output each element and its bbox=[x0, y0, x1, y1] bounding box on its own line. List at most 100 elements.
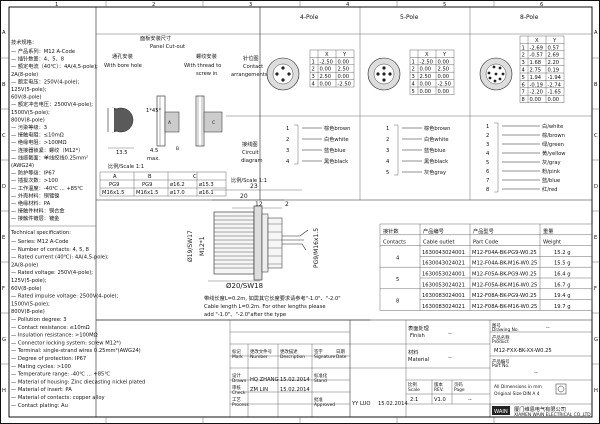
coord-index: 1 bbox=[412, 59, 415, 65]
spec-cn-line: — 产品系列：M12 A-Code bbox=[11, 47, 75, 55]
order-header-en: Weight bbox=[543, 240, 561, 246]
coord-y: 0.00 bbox=[548, 97, 560, 103]
cable-note-cn: 带线长度L=0.2m, 如需其它长度要求请参考"-1.0"、"-2.0" bbox=[204, 294, 341, 302]
sheet-cn: 页码 bbox=[454, 381, 463, 388]
coord-header-x: X bbox=[425, 52, 429, 58]
wire-number: 4 bbox=[486, 151, 490, 157]
order-code: 1630083024001 bbox=[422, 293, 465, 299]
wire-number: 1 bbox=[386, 126, 389, 132]
order-code: 1630043024021 bbox=[422, 261, 465, 267]
pole-face-4 bbox=[266, 57, 300, 91]
finish-val: -- bbox=[448, 331, 452, 337]
wire-number: 8 bbox=[486, 187, 489, 193]
spec-en-line: — Degree of protection: IP67 bbox=[11, 356, 86, 362]
row-letter: D bbox=[594, 184, 598, 190]
logo-text: WAIN bbox=[494, 409, 508, 415]
product-val: M12-FXX-BK-XX-W0.25 bbox=[494, 348, 552, 354]
check-name: ZM LIN bbox=[250, 387, 268, 393]
spec-en-line: 60V(8-pole) bbox=[11, 286, 41, 292]
rev-hdr-sign-en: Signature bbox=[314, 354, 335, 360]
wire-color: 绿/green bbox=[542, 140, 564, 148]
approved-name: YY LUO bbox=[351, 401, 371, 407]
coord-index: 1 bbox=[522, 45, 525, 51]
wire-number: 1 bbox=[286, 126, 289, 132]
wire-number: 2 bbox=[486, 133, 489, 139]
bore-label-cn: 通孔安装 bbox=[112, 52, 133, 60]
circuit-label-cn: 接线图 bbox=[242, 140, 258, 148]
table-header-a: A bbox=[113, 174, 117, 180]
finish-en: Finish bbox=[410, 333, 425, 339]
wire-number: 2 bbox=[286, 137, 289, 143]
rev-hdr-mark: 标记 bbox=[232, 348, 241, 355]
rev-hdr-date: 日期 bbox=[336, 349, 345, 355]
contact-label-en: Contact bbox=[243, 64, 263, 70]
rev-hdr-date-en: Date bbox=[336, 354, 347, 360]
pg-label: PG9/M16x1.5 bbox=[313, 228, 320, 268]
coord-header-y: Y bbox=[342, 52, 347, 58]
coord-index: 1 bbox=[312, 59, 315, 65]
wire-color: 棕/brown bbox=[542, 131, 565, 139]
coord-index: 3 bbox=[412, 74, 415, 80]
coord-index: 8 bbox=[522, 97, 525, 103]
col-number: 1 bbox=[55, 2, 58, 8]
approved-date: 15.02.2014 bbox=[378, 401, 408, 407]
rev-cn: 版本 bbox=[434, 381, 443, 388]
sw-label: Ø19/SW17 bbox=[187, 230, 194, 262]
spec-cn-line: — 插拔次数：>100 bbox=[11, 176, 58, 184]
spec-cn-line: — 插针数量：4、5、8 bbox=[11, 55, 64, 63]
pole-title-5: 5-Pole bbox=[400, 14, 419, 21]
wire-color: 白色white bbox=[324, 135, 349, 143]
od-label: Ø20/SW18 bbox=[226, 282, 263, 290]
spec-cn-line: — 防护等级：IP67 bbox=[11, 169, 55, 177]
wire-number: 5 bbox=[386, 170, 389, 176]
spec-en-line: — Temperature range: -40℃ ... +85℃ bbox=[11, 372, 110, 378]
thread-m12: M12*1 bbox=[199, 236, 206, 256]
wire-number: 3 bbox=[486, 142, 489, 148]
drawn-cn: 设计 bbox=[232, 372, 241, 379]
coord-x: 0.00 bbox=[420, 67, 432, 73]
coord-index: 4 bbox=[412, 82, 416, 88]
row-letter: H bbox=[594, 388, 598, 394]
drawn-en: Drawn bbox=[232, 378, 246, 384]
order-weight: 15.5 g bbox=[554, 261, 571, 267]
coord-header-x: X bbox=[535, 38, 539, 44]
order-part: M12-F08A-BK-M16-W0.25 bbox=[472, 304, 537, 310]
spec-en-line: — Number of contacts: 4, 5, 8 bbox=[11, 247, 89, 253]
order-contacts: 8 bbox=[396, 299, 399, 305]
coord-x: -2.50 bbox=[420, 59, 433, 65]
coord-index: 2 bbox=[312, 67, 315, 73]
panel-scale: 比例/Scale 1:1 bbox=[108, 162, 144, 170]
table-cell: ø17.0 bbox=[170, 190, 185, 196]
coord-x: 0.00 bbox=[320, 82, 332, 88]
order-part: M12-F04A-BK-PG9-W0.25 bbox=[472, 250, 537, 256]
cable-note-en2: add "-1.0"、"-2.0"after the type bbox=[204, 312, 286, 318]
contact-label-en2: arrangements bbox=[231, 72, 268, 78]
coord-index: 3 bbox=[312, 74, 315, 80]
scale-val: 2:1 bbox=[410, 397, 418, 403]
wire-number: 7 bbox=[486, 178, 489, 184]
spec-cn-line: 2A(8-pole) bbox=[11, 72, 38, 78]
spec-cn-line: — 额定电压：250V(4-pole); bbox=[11, 77, 80, 85]
coord-y: 0.00 bbox=[438, 59, 450, 65]
order-code: 1630043024001 bbox=[422, 250, 465, 256]
coord-header-y: Y bbox=[442, 52, 447, 58]
row-letter: D bbox=[2, 184, 6, 190]
company-en: XIAMEN WAIN ELECTRICAL CO.,LTD bbox=[514, 412, 591, 418]
spec-en-line: — Rated impulse voltage: 2500V(4-pole); bbox=[11, 294, 119, 300]
circuit-scale: 比例/Scale 1:1 bbox=[231, 176, 267, 184]
dim-letter-a: A bbox=[168, 120, 171, 126]
spec-en-line: — Contact resistance: ≤10mΩ bbox=[11, 325, 90, 331]
row-letter: F bbox=[594, 286, 597, 292]
row-letter: F bbox=[2, 286, 5, 292]
connector-drawing: 23 20 12 2 bbox=[96, 183, 370, 321]
order-weight: 15.2 g bbox=[554, 250, 571, 256]
stand-en: Stand bbox=[314, 378, 327, 384]
col-number: 3 bbox=[249, 2, 252, 8]
spec-en-line: — Material of insert: PA bbox=[11, 387, 72, 393]
coord-x: 1.94 bbox=[530, 75, 542, 81]
order-contacts: 4 bbox=[396, 255, 400, 261]
spec-cn-line: (AWG24) bbox=[11, 163, 34, 169]
